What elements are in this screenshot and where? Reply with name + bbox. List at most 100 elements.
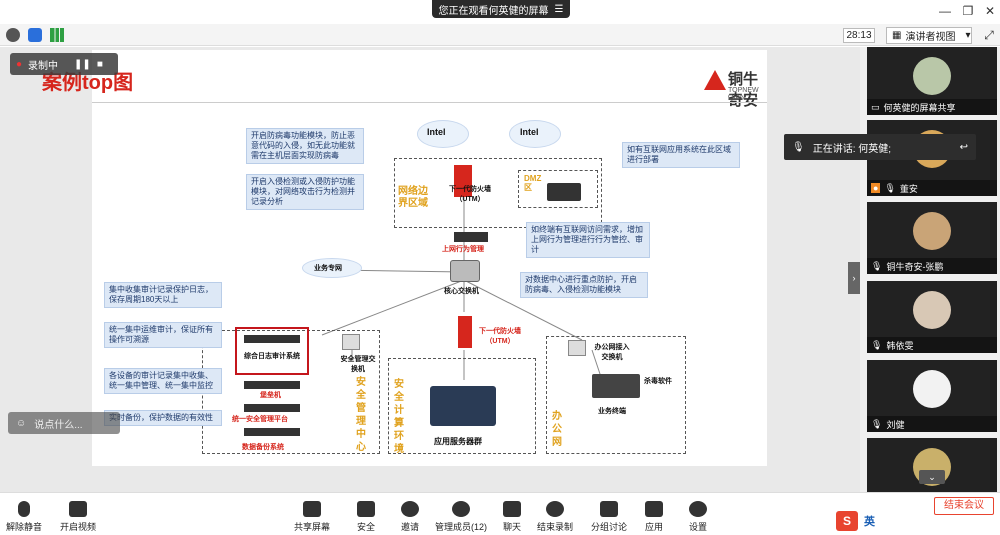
participant-tile[interactable]: ⌄	[867, 438, 997, 492]
bottom-control-bar: 解除静音 开启视频 共享屏幕 安全 邀请 管理成员(12) 聊天 结束录制 分组…	[0, 492, 1000, 535]
dmz-zone	[518, 170, 598, 208]
recording-indicator[interactable]: ● 录制中 ❚❚ ■	[10, 53, 118, 75]
video-off-icon	[69, 501, 87, 517]
participant-name-bar: ● 🎙 董安	[867, 180, 997, 196]
mic-icon: 🎙	[792, 141, 805, 153]
invite-button[interactable]: 邀请	[396, 501, 424, 533]
invite-label: 邀请	[400, 522, 419, 532]
shield-icon[interactable]	[28, 28, 42, 42]
switch-icon	[568, 340, 586, 356]
ime-logo-icon[interactable]: S	[836, 511, 858, 531]
recording-label: 录制中	[28, 60, 59, 72]
record-icon	[546, 501, 564, 517]
members-icon	[452, 501, 470, 517]
mic-muted-icon	[18, 501, 30, 517]
chevron-down-icon[interactable]: ⌄	[919, 470, 945, 484]
pause-icon[interactable]: ❚❚	[74, 58, 91, 70]
participant-name: 董安	[899, 183, 918, 194]
cloud-icon	[509, 120, 561, 148]
app-servers-label: 应用服务器群	[434, 437, 482, 446]
compute-zone	[388, 358, 536, 454]
note-log: 集中收集审计记录保护日志，保存周期180天以上	[104, 282, 222, 308]
ime-language[interactable]: 英	[864, 516, 875, 528]
fullscreen-icon[interactable]: ⤢	[984, 28, 994, 42]
settings-label: 设置	[688, 522, 707, 532]
participant-tile[interactable]: ▭ 何英健的屏幕共享	[867, 47, 997, 115]
members-label: 管理成员(12)	[434, 522, 487, 532]
intel-label-2: Intel	[520, 127, 539, 137]
avatar	[913, 370, 951, 408]
note-ops: 统一集中运维审计，保证所有操作可溯源	[104, 322, 222, 348]
terminals-label: 业务终端	[598, 408, 626, 415]
unmute-button[interactable]: 解除静音	[6, 501, 42, 533]
core-switch-label: 核心交换机	[444, 288, 479, 295]
shield-icon	[357, 501, 375, 517]
antivirus-label: 杀毒软件	[644, 378, 672, 385]
close-icon[interactable]: ✕	[984, 4, 996, 18]
bastion-label: 堡垒机	[260, 392, 281, 399]
intel-label-1: Intel	[427, 127, 446, 137]
firewall-icon	[458, 316, 472, 348]
stop-icon[interactable]: ■	[96, 58, 103, 70]
breakout-button[interactable]: 分组讨论	[590, 501, 628, 533]
emoji-icon[interactable]: ☺	[16, 417, 27, 429]
chat-input[interactable]: ☺ 说点什么...	[8, 412, 120, 434]
record-dot-icon: ●	[16, 58, 23, 70]
participant-name: 刘健	[886, 419, 905, 430]
logo-en: TOPNEW QIAN	[728, 87, 759, 101]
viewing-banner: 您正在观看何英健的屏幕 ☰	[432, 0, 570, 18]
speaker-view-button[interactable]: ▦ 演讲者视图 ▾	[886, 27, 972, 44]
collapse-panel-icon[interactable]: ›	[848, 262, 860, 294]
log-server-icon	[244, 335, 300, 343]
share-label: 共享屏幕	[293, 522, 330, 532]
mgmt-center-label: 安全管理中心	[356, 377, 366, 453]
firewall-label-1: 下一代防火墙（UTM）	[449, 186, 491, 203]
compute-env-label: 安全计算环境	[394, 379, 404, 455]
security-button[interactable]: 安全	[352, 501, 380, 533]
backup-label: 数据备份系统	[242, 444, 284, 451]
end-recording-button[interactable]: 结束录制	[536, 501, 574, 533]
server-icon	[547, 183, 581, 201]
participant-tile[interactable]: 🎙 韩依雯	[867, 281, 997, 353]
title-bar: — ❐ ✕	[0, 0, 1000, 22]
chat-placeholder: 说点什么...	[34, 419, 83, 431]
cloud-icon	[417, 120, 469, 148]
log-system-label: 综合日志审计系统	[244, 353, 300, 360]
backup-icon	[244, 428, 300, 436]
screen-share-icon: ▭	[871, 101, 880, 112]
grid-icon: ▦	[892, 30, 902, 41]
start-video-button[interactable]: 开启视频	[58, 501, 98, 533]
participant-tile[interactable]: 🎙 铜牛奇安-张鹏	[867, 202, 997, 274]
menu-icon[interactable]: ☰	[554, 3, 564, 15]
add-user-icon	[401, 501, 419, 517]
cloud-icon	[302, 258, 362, 278]
terminal-icon	[592, 374, 640, 398]
security-label: 安全	[356, 522, 375, 532]
apps-button[interactable]: 应用	[642, 501, 666, 533]
behavior-device-label: 上网行为管理	[442, 246, 484, 253]
platform-label: 统一安全管理平台	[232, 416, 288, 423]
highlight-box	[235, 327, 309, 375]
switch-icon	[342, 334, 360, 350]
minimize-icon[interactable]: —	[939, 4, 951, 18]
user-icon: ●	[871, 183, 881, 193]
office-net-label: 办公网	[552, 411, 562, 448]
firewall-label-2: 下一代防火墙（UTM）	[479, 328, 521, 345]
pin-icon[interactable]: ↩	[959, 141, 968, 153]
restore-icon[interactable]: ❐	[962, 4, 974, 18]
end-meeting-button[interactable]: 结束会议	[934, 497, 994, 515]
share-screen-button[interactable]: 共享屏幕	[292, 501, 332, 533]
platform-icon	[244, 404, 300, 412]
firewall-icon	[454, 165, 472, 197]
settings-button[interactable]: 设置	[686, 501, 710, 533]
chat-button[interactable]: 聊天	[500, 501, 524, 533]
logo-cn: 铜牛奇安	[728, 71, 759, 109]
manage-members-button[interactable]: 管理成员(12)	[434, 501, 488, 533]
end-rec-label: 结束录制	[536, 522, 573, 532]
border-zone-label: 网络边界区域	[398, 186, 428, 209]
mic-muted-icon: 🎙	[884, 182, 896, 193]
participant-tile[interactable]: 🎙 刘健	[867, 360, 997, 432]
avatar	[913, 291, 951, 329]
info-icon[interactable]	[6, 28, 20, 42]
note-backup: 实时备份，保护数据的有效性	[104, 410, 222, 426]
